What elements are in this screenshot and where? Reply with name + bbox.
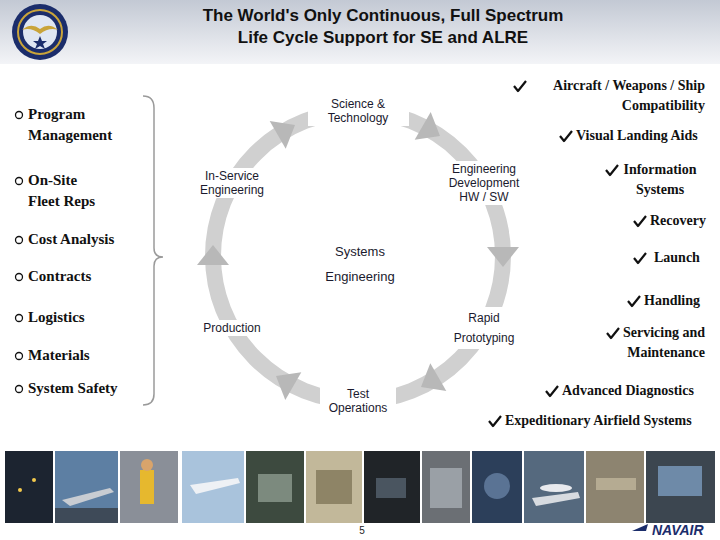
function-item: Program Management: [28, 104, 133, 146]
function-item: Cost Analysis: [28, 229, 114, 250]
capability-item: Handling: [644, 291, 700, 311]
function-item: Contracts: [28, 266, 91, 287]
capability-item: Visual Landing Aids: [576, 126, 698, 146]
center-label: Systems Engineering: [320, 239, 400, 289]
stage-label: Science & Technology: [308, 96, 409, 126]
logo-text: NAVAIR: [652, 522, 704, 538]
capability-item: Recovery: [650, 211, 706, 231]
cycle-ring: [197, 111, 519, 401]
header-band: [0, 0, 720, 64]
navy-seal: [12, 4, 68, 60]
stage-label: Engineering Development HW / SW: [436, 161, 532, 205]
function-item: System Safety: [28, 378, 118, 399]
page-number: 5: [359, 525, 365, 537]
function-item: Materials: [28, 345, 90, 366]
photo-strip: [5, 451, 715, 523]
stage-label: Test Operations: [320, 386, 396, 416]
logo-wing: [632, 524, 648, 531]
stage-label: In-Service Engineering: [184, 168, 280, 198]
capability-item: Expeditionary Airfield Systems: [505, 411, 692, 431]
stage-label: Rapid Prototyping: [444, 307, 525, 349]
capability-item: Aircraft / Weapons / Ship Compatibility: [530, 76, 705, 116]
function-item: Logistics: [28, 307, 85, 328]
list-bullets: [16, 112, 23, 393]
capability-item: Information Systems: [610, 160, 710, 200]
capability-item: Advanced Diagnostics: [562, 381, 694, 401]
capability-item: Servicing and Maintenance: [610, 323, 705, 363]
stage-label: Production: [200, 320, 263, 336]
slide-title: The World's Only Continuous, Full Spectr…: [193, 5, 573, 49]
group-brace: [143, 96, 163, 405]
function-item: On-Site Fleet Reps: [28, 170, 103, 212]
capability-item: Launch: [654, 248, 700, 268]
